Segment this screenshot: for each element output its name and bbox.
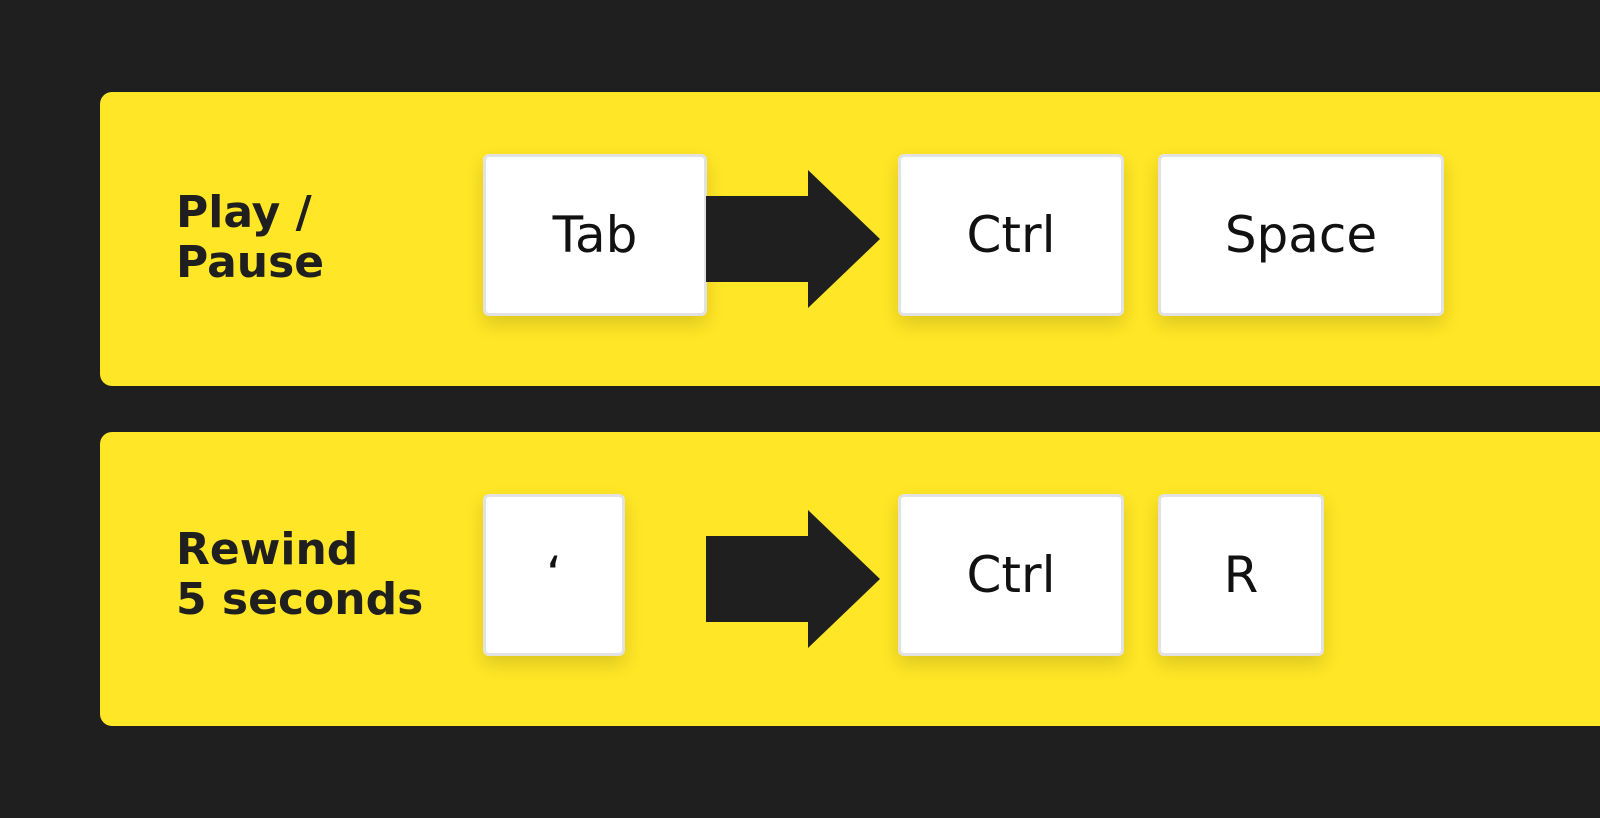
shortcut-label-line: Rewind [176,524,359,575]
result-key-r: R [1158,494,1324,656]
trigger-key-tab: Tab [483,154,707,316]
shortcut-label-line: Pause [176,237,325,288]
result-key-ctrl: Ctrl [898,494,1124,656]
trigger-key-quote: ‘ [483,494,625,656]
result-key-ctrl: Ctrl [898,154,1124,316]
right-arrow-icon [706,170,880,308]
shortcut-panel-rewind: Rewind 5 seconds ‘ Ctrl R [100,432,1600,726]
right-arrow-icon [706,510,880,648]
shortcut-panel-play-pause: Play / Pause Tab Ctrl Space [100,92,1600,386]
shortcut-label: Rewind 5 seconds [176,525,423,625]
shortcut-label: Play / Pause [176,188,324,288]
shortcut-label-line: Play / [176,187,312,238]
result-key-space: Space [1158,154,1444,316]
shortcut-label-line: 5 seconds [176,574,424,625]
